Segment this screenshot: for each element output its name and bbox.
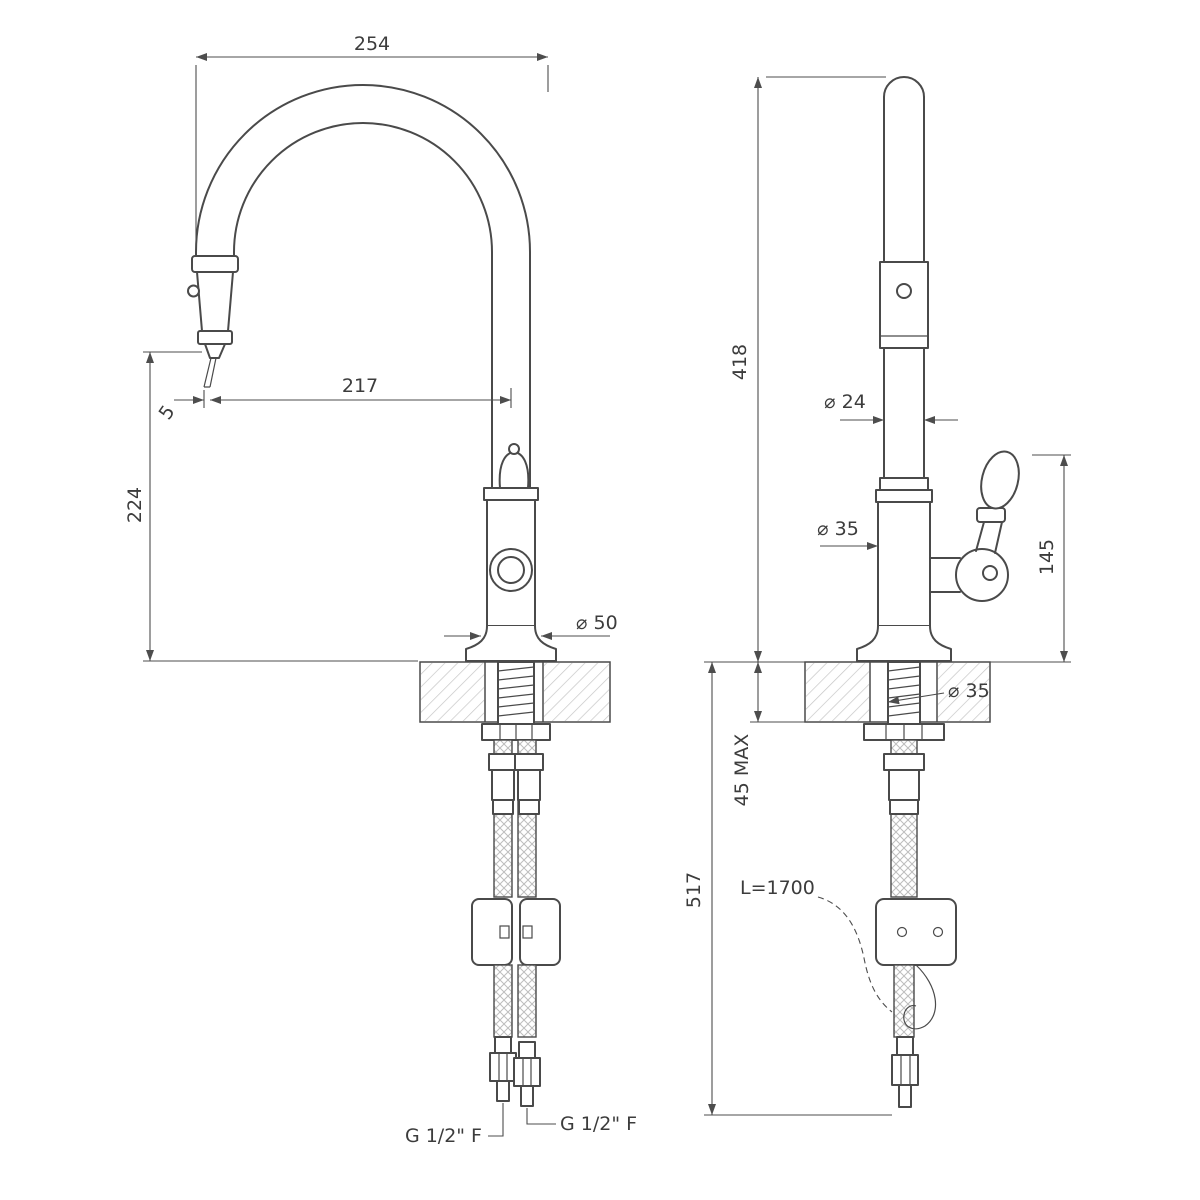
- joint-screw: [896, 283, 912, 299]
- dim-body-diameter: ⌀ 35: [817, 518, 859, 540]
- hose-weight-right-half: [519, 898, 561, 966]
- right-view-hoses: [875, 739, 957, 1038]
- dim-outlet-height: 224: [124, 487, 146, 523]
- dim-spout-reach: 217: [342, 375, 378, 397]
- spray-button: [187, 284, 200, 298]
- dim-tip-offset: 5: [155, 401, 180, 424]
- right-view-shank: [863, 661, 945, 741]
- valve-housing: [955, 548, 1009, 602]
- body-button-inner: [497, 556, 525, 584]
- left-view-inlet-fittings: [489, 1036, 541, 1107]
- base-flange: [465, 625, 557, 662]
- right-view-countertop: [804, 661, 991, 723]
- label-left-inlet-thread: G 1/2" F: [405, 1125, 482, 1147]
- base-flange-side: [856, 625, 952, 662]
- left-view-shank: [481, 661, 551, 741]
- dim-hose-length: L=1700: [740, 877, 815, 899]
- dim-under-bench-length: 517: [683, 872, 705, 908]
- right-view-dimensions: 418 45 MAX 517 145 ⌀ 24 ⌀ 35 ⌀ 35: [683, 76, 1071, 1116]
- handle-front: [498, 451, 530, 489]
- left-view: 254 217 5 224 ⌀ 50 G 1/2" F G 1/2" F: [124, 33, 637, 1147]
- riser-joint: [879, 261, 929, 349]
- left-view-body: [465, 443, 557, 662]
- dim-base-diameter: ⌀ 50: [576, 612, 618, 634]
- hose-weight-side: [875, 898, 957, 966]
- lever-grip: [980, 450, 1020, 510]
- right-view-inlet-fitting: [891, 1036, 919, 1108]
- left-view-spout: [195, 84, 531, 489]
- left-view-spray-head: [187, 255, 239, 388]
- left-view-hoses: [471, 739, 561, 1038]
- hose-weight-left-half: [471, 898, 513, 966]
- dim-pipe-diameter: ⌀ 24: [824, 391, 866, 413]
- right-view-handle: [929, 450, 1020, 602]
- dim-hole-diameter: ⌀ 35: [948, 680, 990, 702]
- left-view-dimensions: 254 217 5 224 ⌀ 50 G 1/2" F G 1/2" F: [124, 33, 637, 1147]
- left-view-countertop: [419, 661, 611, 723]
- handle-ball: [508, 443, 520, 455]
- spray-hose-loop: [903, 964, 937, 1030]
- dim-handle-height: 145: [1036, 539, 1058, 575]
- dim-overall-reach: 254: [354, 33, 390, 55]
- dim-overall-height: 418: [729, 344, 751, 380]
- right-view-body: [856, 477, 952, 662]
- dim-deck-thickness: 45 MAX: [731, 734, 753, 807]
- label-right-inlet-thread: G 1/2" F: [560, 1113, 637, 1135]
- right-view: 418 45 MAX 517 145 ⌀ 24 ⌀ 35 ⌀ 35: [683, 76, 1071, 1116]
- body-button-outer: [489, 548, 533, 592]
- right-view-riser: [879, 76, 929, 479]
